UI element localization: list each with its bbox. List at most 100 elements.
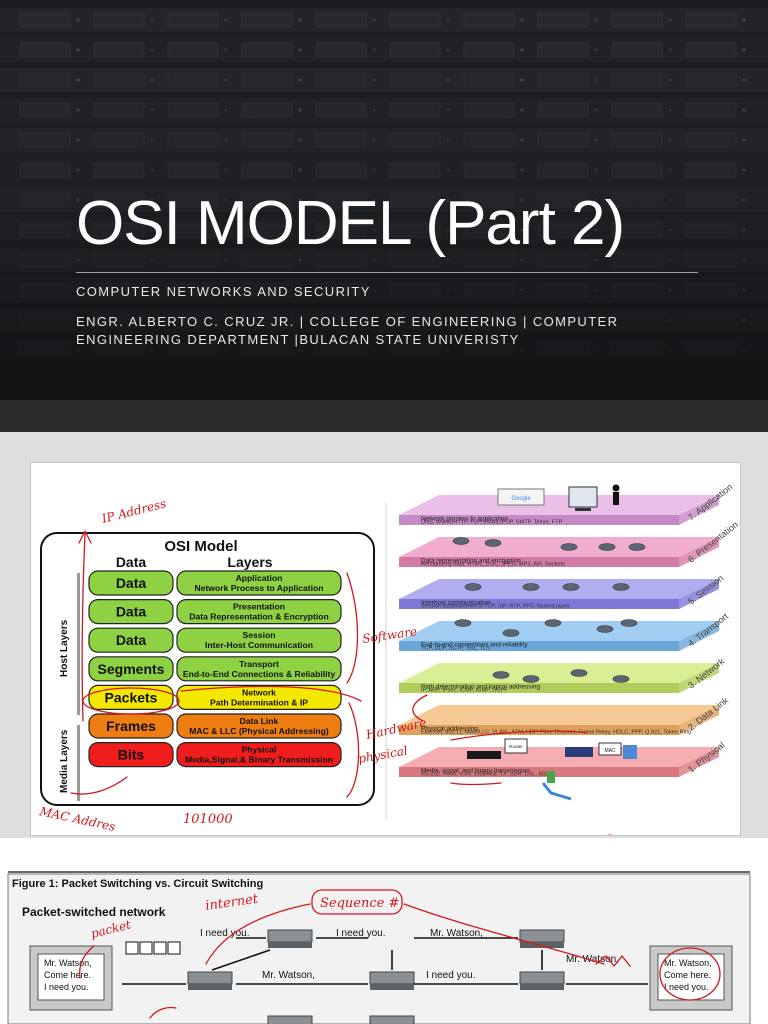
layer-description: End-to-End Connections & Reliability — [183, 669, 336, 679]
stack-layer-heading: Media, signal, and binary transmission — [421, 768, 530, 775]
note-sequence: Sequence # — [320, 896, 399, 911]
ink-arrow-up — [81, 532, 86, 722]
pdu-pill — [88, 599, 174, 625]
network-device-icon — [484, 539, 502, 547]
packet-box — [139, 941, 153, 955]
switch-icon — [467, 751, 501, 759]
slide-title: OSI MODEL (Part 2) — [76, 189, 625, 258]
ink-bottom-stroke — [149, 1006, 177, 1019]
figure-title: Figure 1: Packet Switching vs. Circuit S… — [12, 878, 263, 890]
packet-box — [167, 941, 181, 955]
network-device-icon — [454, 619, 472, 627]
layer-slab-top — [399, 537, 719, 557]
mac-card-icon — [598, 742, 622, 756]
cable-plug-icon — [547, 771, 555, 783]
ink-sequence-box — [311, 889, 403, 915]
layer-name: Network — [242, 687, 276, 697]
packet-box — [153, 941, 167, 955]
user-body-icon — [613, 492, 619, 505]
network-device-icon — [464, 583, 482, 591]
layer-slab-top — [399, 495, 719, 515]
pdu-label: Segments — [98, 661, 165, 677]
network-device-icon — [492, 671, 510, 679]
layer-name: Application — [236, 573, 283, 583]
message-need-2: I need you. — [336, 928, 385, 939]
packet-switch — [187, 971, 233, 990]
ink-physical-underline — [450, 782, 502, 786]
layer-slab-front — [399, 767, 679, 777]
stack-layer-protocols: RS-232, RJ45, V.34, 100BASE-TX, SDH, DSL… — [421, 772, 555, 778]
switch-front — [520, 942, 564, 948]
layer-description: MAC & LLC (Physical Addressing) — [189, 726, 329, 736]
course-subtitle: COMPUTER NETWORKS AND SECURITY — [76, 284, 371, 299]
network-device-icon — [628, 543, 646, 551]
network-device-icon — [522, 583, 540, 591]
nic-card-icon — [565, 747, 593, 757]
message-need-3: I need you. — [426, 970, 475, 981]
network-device-icon — [570, 669, 588, 677]
layer-pill — [176, 599, 342, 625]
layer-slab-top — [399, 747, 719, 767]
pdu-label: Data — [116, 575, 147, 591]
packet-switch — [267, 1015, 313, 1024]
layer-slab-side — [679, 495, 719, 525]
layer-slab-top — [399, 621, 719, 641]
stack-layer-protocols: Ethernet, 802.11, MAC/LLC, VLAN , ATM, H… — [421, 730, 691, 736]
osi-model-title: OSI Model — [164, 538, 237, 555]
stack-layer-heading: Data representation and encryption — [421, 558, 521, 565]
network-device-icon — [562, 583, 580, 591]
layer-name: Transport — [239, 659, 279, 669]
ink-packet-arrow — [78, 945, 95, 979]
stack-layer-heading: End-to-end connections and reliability — [421, 642, 528, 649]
terminal-line: Mr. Watson, — [664, 958, 712, 968]
note-mac-address: MAC Addres — [37, 804, 116, 834]
ink-sequence-marks — [595, 955, 631, 967]
author-line-1: ENGR. ALBERTO C. CRUZ JR. | COLLEGE OF E… — [76, 314, 619, 329]
layer-pill — [176, 570, 342, 596]
layer-slab-side — [679, 663, 719, 693]
mac-card-label: MAC — [604, 748, 616, 754]
layers-column-heading: Layers — [227, 554, 272, 570]
switch-top — [369, 971, 415, 985]
switch-front — [370, 984, 414, 990]
switch-top — [519, 929, 565, 943]
switch-front — [188, 984, 232, 990]
server-rack-background — [0, 0, 768, 400]
layer-slab-side — [679, 579, 719, 609]
computer-stand-icon — [575, 508, 591, 511]
layer-slab-front — [399, 557, 679, 567]
pdu-pill — [88, 742, 174, 768]
layer-slab-front — [399, 683, 679, 693]
pdu-label: Data — [116, 604, 147, 620]
network-device-icon — [502, 629, 520, 637]
layer-name: Physical — [242, 745, 277, 755]
panel-title: Packet-switched network — [22, 905, 166, 919]
network-device-icon — [612, 675, 630, 683]
layer-slab-side — [679, 621, 719, 651]
layer-pill — [176, 742, 342, 768]
stack-layer-protocols: IP, ARP, IPsec, ICMP, IGMP, OSPF — [421, 688, 508, 694]
browser-google-logo: Google — [511, 496, 531, 502]
packet-switch — [369, 971, 415, 990]
ink-arrowhead — [78, 530, 92, 544]
pdu-pill — [88, 684, 174, 710]
note-binary: 101000 — [183, 812, 233, 827]
switch-top — [267, 929, 313, 943]
note-internet: internet — [204, 892, 259, 914]
packet-switch — [267, 929, 313, 948]
packet-switch — [519, 929, 565, 948]
computer-monitor-icon — [568, 486, 598, 508]
stack-layer-protocols: TCP, UDP, SCTP, SSL, TLS — [421, 646, 490, 652]
pdu-pill — [88, 656, 174, 682]
ink-stack-brace — [412, 694, 428, 722]
switch-top — [369, 1015, 415, 1024]
network-device-icon — [522, 675, 540, 683]
router-card-icon — [504, 738, 528, 754]
layer-description: Inter-Host Communication — [205, 640, 313, 650]
terminal-line: I need you. — [44, 982, 89, 992]
message-need-1: I need you. — [200, 928, 249, 939]
